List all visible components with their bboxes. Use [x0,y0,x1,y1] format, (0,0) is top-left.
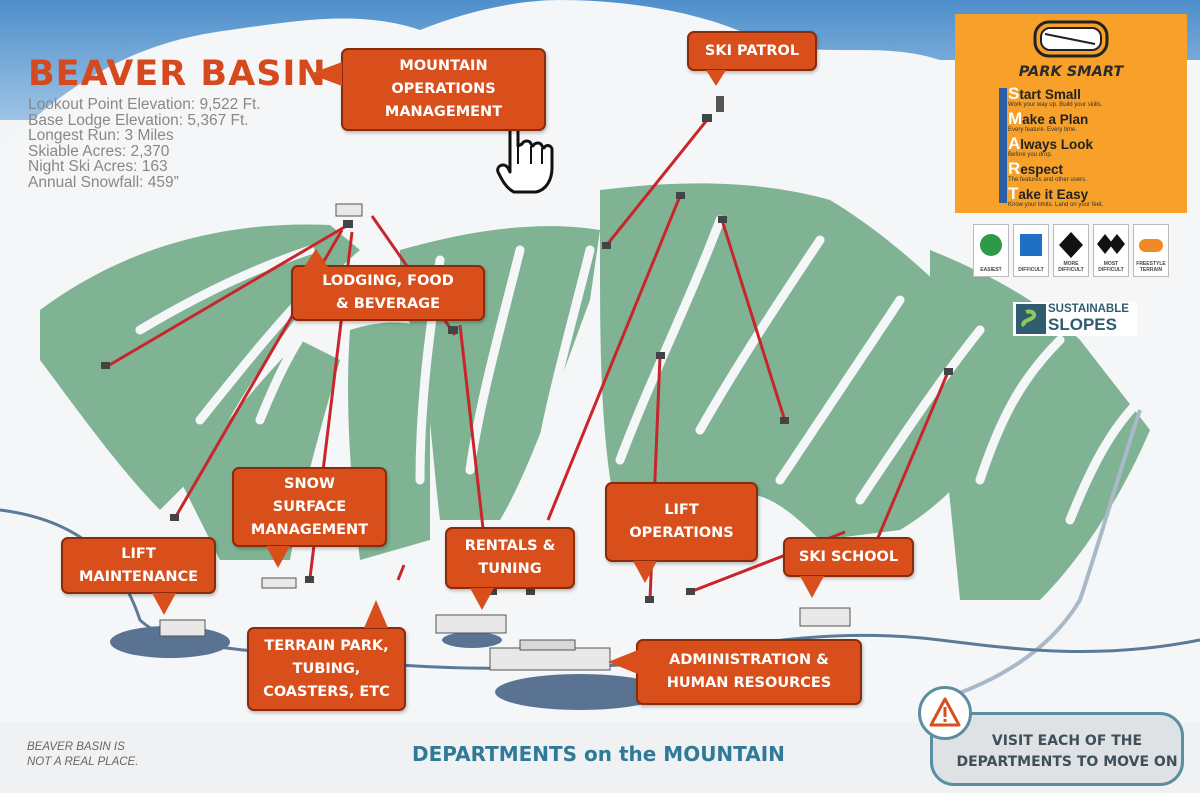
mountain-operations-label: MOUNTAIN OPERATIONS MANAGEMENT [384,58,503,120]
forest [40,183,1150,600]
callout-pointer [364,600,388,628]
rentals-tuning-button[interactable]: RENTALS & TUNING [445,527,575,589]
lodging-food-beverage-label: LODGING, FOOD & BEVERAGE [322,273,454,312]
stat-lookout-elevation: Lookout Point Elevation: 9,522 Ft. [28,96,261,113]
buildings [159,96,851,671]
hand-pointer-icon [496,115,554,194]
black-diamond-icon [1059,232,1083,258]
stat-skiable-acres: Skiable Acres: 2,370 [28,142,170,160]
snow-surface-management-label: SNOW SURFACE MANAGEMENT [250,475,369,538]
sustainable-slopes-logo: SUSTAINABLE SLOPES [1013,302,1137,336]
map-title: BEAVER BASIN [28,54,327,94]
callout-pointer [304,249,328,267]
legend-difficult: DIFFICULT [1013,224,1049,277]
rentals-tuning-label: RENTALS & TUNING [464,538,556,577]
callout-pointer [310,62,342,86]
park-smart-panel: PARK SMART Start Small Work your way up.… [955,14,1187,213]
ski-patrol-button[interactable]: SKI PATROL [687,31,817,71]
park-smart-title: PARK SMART [1018,64,1124,80]
stat-base-elevation: Base Lodge Elevation: 5,367 Ft. [28,111,249,129]
lift-terminals [101,114,953,603]
callout-pointer [706,70,726,86]
river [939,409,1142,702]
park-smart-accent-bar [999,88,1007,203]
disclaimer-note: BEAVER BASIN IS NOT A REAL PLACE. [27,741,139,768]
lake [442,632,502,648]
snow-surface-management-button[interactable]: SNOW SURFACE MANAGEMENT [232,467,387,547]
park-smart-item: Take it Easy Know your limits. Land on y… [1008,184,1104,208]
park-smart-item: Start Small Work your way up. Build your… [1008,84,1103,108]
orange-oval-icon [1139,239,1163,252]
legend-easiest: EASIEST [973,224,1009,277]
ski-school-button[interactable]: SKI SCHOOL [783,537,914,577]
legend-more-difficult: MORE DIFFICULT [1053,224,1089,277]
mountain-operations-button[interactable]: MOUNTAIN OPERATIONS MANAGEMENT [341,48,546,131]
legend-freestyle-terrain: FREESTYLE TERRAIN [1133,224,1169,277]
lodging-food-beverage-button[interactable]: LODGING, FOOD & BEVERAGE [291,265,485,321]
legend-most-difficult: MOST DIFFICULT [1093,224,1129,277]
stat-night-ski-acres: Night Ski Acres: 163 [28,158,168,175]
blue-square-icon [1020,234,1042,256]
callout-pointer [608,650,638,674]
ski-patrol-label: SKI PATROL [704,42,800,59]
lift-maintenance-label: LIFT MAINTENANCE [78,545,199,585]
terrain-park-label: TERRAIN PARK, TUBING, COASTERS, ETC [263,637,390,700]
park-smart-item: Make a Plan Every feature. Every time. [1008,109,1089,133]
difficulty-legend: EASIEST DIFFICULT MORE DIFFICULT MOST DI… [973,224,1169,279]
footer-title: DEPARTMENTS on the MOUNTAIN [412,742,785,766]
park-smart-item: Respect The features and other users. [1008,159,1087,183]
stat-longest-run: Longest Run: 3 Miles [28,127,174,144]
lift-operations-label: LIFT OPERATIONS [629,502,734,541]
lake [495,674,665,710]
ski-school-label: SKI SCHOOL [798,548,899,565]
stat-annual-snowfall: Annual Snowfall: 459” [28,173,179,191]
callout-pointer [266,546,290,568]
goggles-icon [1033,20,1109,58]
visit-departments-label: VISIT EACH OF THE DEPARTMENTS TO MOVE ON [956,733,1178,770]
callout-pointer [800,576,824,598]
callout-pointer [470,588,494,610]
warning-icon [918,686,972,740]
green-circle-icon [980,234,1002,256]
lift-maintenance-button[interactable]: LIFT MAINTENANCE [61,537,216,594]
callout-pointer [152,593,176,615]
administration-hr-button[interactable]: ADMINISTRATION & HUMAN RESOURCES [636,639,862,705]
park-smart-item: Always Look Before you drop. [1008,134,1094,158]
visit-departments-button[interactable]: VISIT EACH OF THE DEPARTMENTS TO MOVE ON [930,712,1184,786]
terrain-park-button[interactable]: TERRAIN PARK, TUBING, COASTERS, ETC [247,627,406,711]
sustainable-slopes-icon [1016,304,1046,334]
lift-operations-button[interactable]: LIFT OPERATIONS [605,482,758,562]
mountain-stats: Lookout Point Elevation: 9,522 Ft. Base … [28,97,261,190]
callout-pointer [633,561,657,583]
administration-hr-label: ADMINISTRATION & HUMAN RESOURCES [666,652,832,691]
double-black-diamond-icon [1097,234,1125,254]
